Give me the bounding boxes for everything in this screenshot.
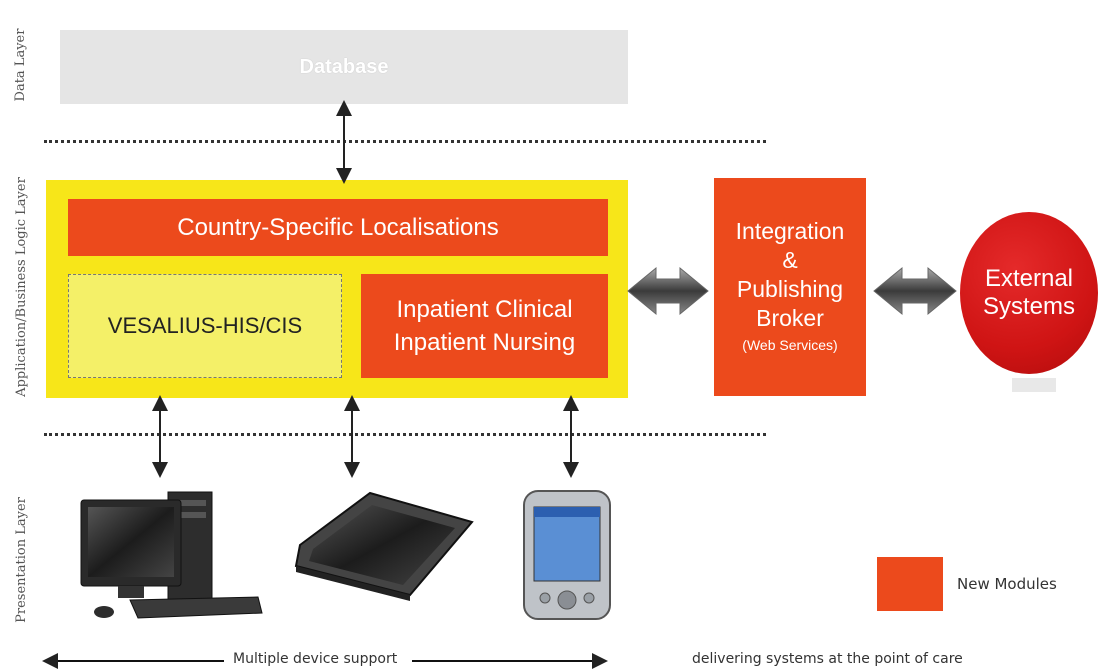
layer-separator-bottom bbox=[44, 433, 766, 436]
broker-external-double-arrow bbox=[873, 266, 957, 316]
device-support-caption: Multiple device support bbox=[233, 651, 398, 667]
legend-swatch bbox=[877, 557, 943, 611]
external-systems-circle: External Systems bbox=[960, 212, 1098, 374]
broker-integration-label: Integration bbox=[735, 218, 845, 244]
core-broker-double-arrow bbox=[627, 266, 709, 316]
point-of-care-caption: delivering systems at the point of care bbox=[692, 651, 963, 667]
broker-publishing-label: Publishing bbox=[736, 276, 844, 302]
tablet-pc-icon bbox=[294, 491, 474, 601]
database-box: Database bbox=[60, 30, 628, 104]
broker-ampersand-label: & bbox=[782, 247, 798, 273]
country-localisations-box: Country-Specific Localisations bbox=[68, 199, 608, 256]
external-systems-shadow bbox=[1012, 378, 1056, 392]
vesalius-box: VESALIUS-HIS/CIS bbox=[68, 274, 342, 378]
legend-label: New Modules bbox=[957, 575, 1057, 593]
pda-icon bbox=[523, 490, 611, 620]
database-label: Database bbox=[299, 55, 389, 78]
country-localisations-label: Country-Specific Localisations bbox=[177, 213, 499, 241]
systems-label: Systems bbox=[982, 293, 1075, 320]
integration-broker-box: Integration & Publishing Broker (Web Ser… bbox=[714, 178, 866, 396]
external-label: External bbox=[984, 265, 1074, 292]
inpatient-module-box: Inpatient Clinical Inpatient Nursing bbox=[361, 274, 608, 378]
broker-web-services-label: (Web Services) bbox=[742, 337, 838, 353]
layer-separator-top bbox=[44, 140, 766, 143]
broker-label: Broker bbox=[756, 305, 824, 331]
vesalius-label: VESALIUS-HIS/CIS bbox=[107, 313, 303, 338]
inpatient-clinical-label: Inpatient Clinical bbox=[396, 296, 573, 323]
desktop-computer-icon bbox=[80, 491, 263, 619]
inpatient-nursing-label: Inpatient Nursing bbox=[393, 329, 576, 356]
